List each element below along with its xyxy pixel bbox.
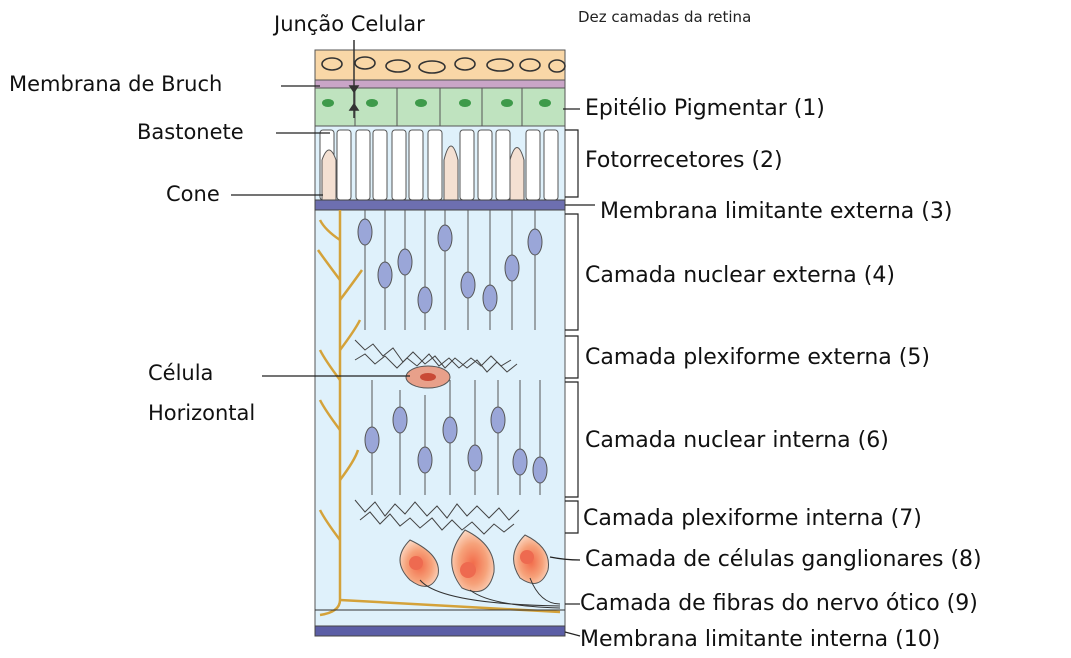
layer-label-2: Fotorrecetores (2): [585, 150, 783, 172]
inner-limiting-membrane: [315, 626, 565, 636]
layer-label-7: Camada plexiforme interna (7): [583, 508, 922, 530]
layer-label-10: Membrana limitante interna (10): [580, 629, 940, 651]
choroid-band: [315, 50, 565, 82]
label-celula: Célula: [148, 363, 213, 384]
layer-label-9: Camada de fibras do nervo ótico (9): [580, 593, 978, 615]
layer-label-6: Camada nuclear interna (6): [585, 430, 889, 452]
outer-limiting-membrane: [315, 200, 565, 210]
label-horizontal: Horizontal: [148, 403, 255, 424]
label-cone: Cone: [166, 184, 220, 205]
layer-label-4: Camada nuclear externa (4): [585, 265, 895, 287]
label-bastonete: Bastonete: [137, 122, 244, 143]
layer-label-1: Epitélio Pigmentar (1): [585, 98, 825, 120]
layer-label-3: Membrana limitante externa (3): [600, 201, 952, 223]
diagram-title: Dez camadas da retina: [578, 10, 751, 25]
horizontal-cell: [406, 366, 450, 388]
label-juncao-celular: Junção Celular: [274, 14, 425, 35]
label-membrana-bruch: Membrana de Bruch: [9, 74, 222, 95]
layer-label-5: Camada plexiforme externa (5): [585, 347, 930, 369]
layer-label-8: Camada de células ganglionares (8): [585, 549, 982, 571]
